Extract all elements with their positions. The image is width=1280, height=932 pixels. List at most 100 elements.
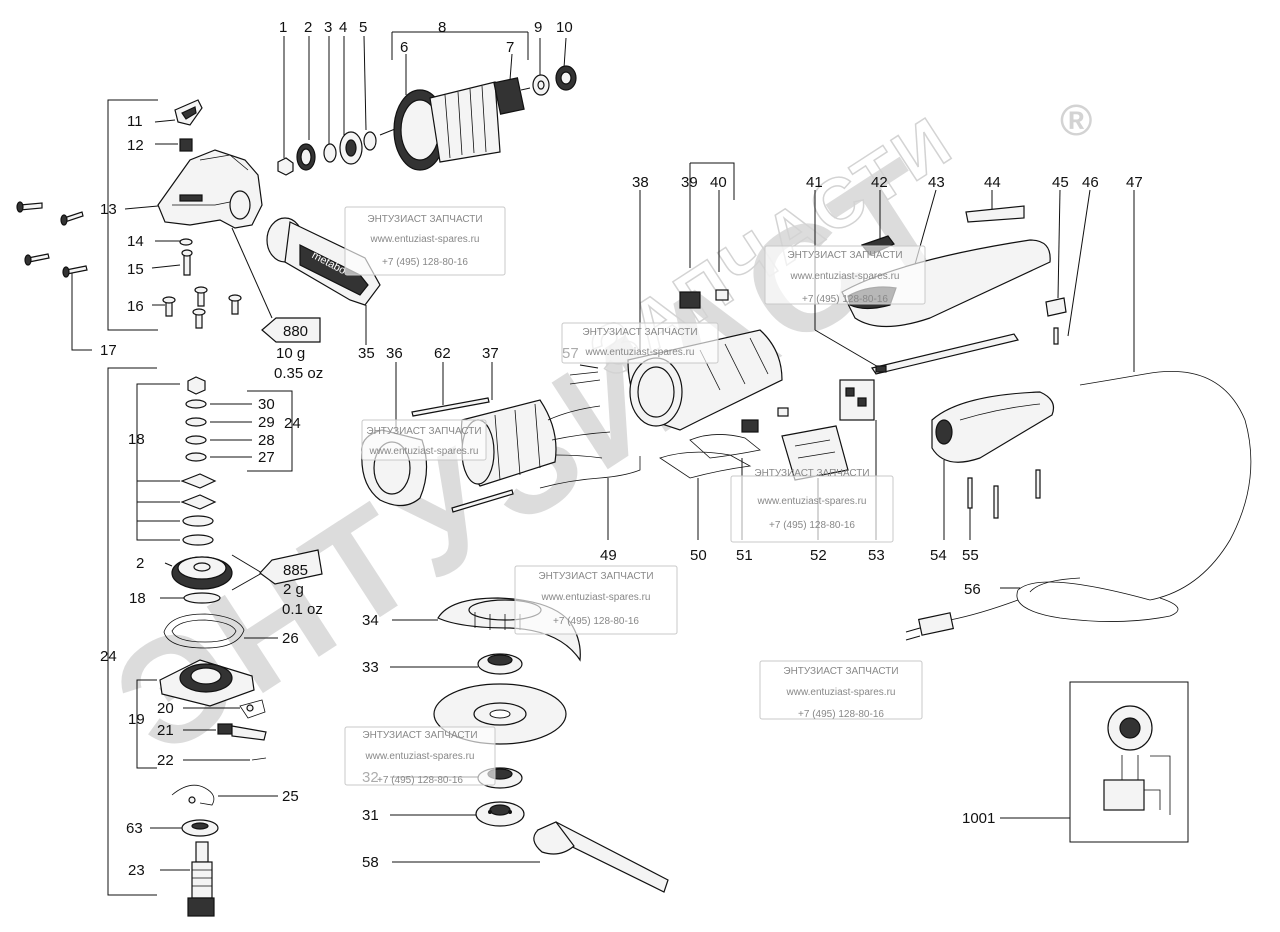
label-3: 3 bbox=[324, 19, 332, 36]
gear-housing-part bbox=[157, 149, 263, 229]
watermark-box-7-title: ЭНТУЗИАСТ ЗАПЧАСТИ bbox=[783, 666, 898, 677]
wire-57-part bbox=[569, 371, 601, 385]
watermark-box-6-title: ЭНТУЗИАСТ ЗАПЧАСТИ bbox=[538, 571, 653, 582]
wire-49-part bbox=[539, 456, 641, 540]
wire-spring-part bbox=[171, 784, 278, 806]
bearing-flange-part bbox=[136, 659, 255, 769]
label-28: 28 bbox=[258, 432, 275, 449]
spindle-stack-group: 885 2 g 0.1 oz bbox=[100, 367, 323, 917]
label-46: 46 bbox=[1082, 174, 1099, 191]
label-26: 26 bbox=[282, 630, 299, 647]
bevel-gear-part bbox=[164, 556, 233, 590]
armature-part bbox=[379, 77, 531, 171]
label-33: 33 bbox=[362, 659, 379, 676]
brush-part-3 bbox=[777, 407, 789, 417]
label-13: 13 bbox=[100, 201, 117, 218]
label-16: 16 bbox=[127, 298, 144, 315]
watermark-box-1-title: ЭНТУЗИАСТ ЗАПЧАСТИ bbox=[367, 214, 482, 225]
label-10: 10 bbox=[556, 19, 573, 36]
watermark-box-2: ЭНТУЗИАСТ ЗАПЧАСТИ www.entuziast-spares.… bbox=[764, 245, 926, 305]
label-2b: 2 bbox=[136, 555, 144, 572]
watermark-box-3: ЭНТУЗИАСТ ЗАПЧАСТИ www.entuziast-spares.… bbox=[561, 322, 719, 364]
washer-18b bbox=[182, 534, 214, 546]
watermark-box-5-url: www.entuziast-spares.ru bbox=[757, 496, 867, 507]
label-18b: 18 bbox=[129, 590, 146, 607]
washer-27 bbox=[185, 452, 207, 462]
label-36: 36 bbox=[386, 345, 403, 362]
label-5: 5 bbox=[359, 19, 367, 36]
label-63: 63 bbox=[126, 820, 143, 837]
watermark-box-8: ЭНТУЗИАСТ ЗАПЧАСТИ www.entuziast-spares.… bbox=[344, 726, 496, 786]
watermark-box-2-phone: +7 (495) 128-80-16 bbox=[802, 294, 888, 305]
spindle-part bbox=[160, 841, 215, 917]
watermark-box-6-phone: +7 (495) 128-80-16 bbox=[553, 616, 639, 627]
label-31: 31 bbox=[362, 807, 379, 824]
watermark-box-5: ЭНТУЗИАСТ ЗАПЧАСТИ www.entuziast-spares.… bbox=[730, 468, 894, 543]
washer-18a bbox=[182, 515, 214, 527]
label-22: 22 bbox=[157, 752, 174, 769]
watermark-box-7: ЭНТУЗИАСТ ЗАПЧАСТИ www.entuziast-spares.… bbox=[759, 660, 923, 720]
watermark-box-4: ЭНТУЗИАСТ ЗАПЧАСТИ www.entuziast-spares.… bbox=[361, 419, 487, 461]
side-handle-part: metabo bbox=[266, 217, 381, 345]
label-44: 44 bbox=[984, 174, 1001, 191]
label-47: 47 bbox=[1126, 174, 1143, 191]
electronics-board-part bbox=[781, 425, 849, 540]
grease-tube-880-code: 880 bbox=[283, 323, 308, 340]
washer-28 bbox=[185, 435, 207, 445]
nut-part bbox=[277, 157, 294, 176]
label-40: 40 bbox=[710, 174, 727, 191]
label-1001: 1001 bbox=[962, 810, 995, 827]
label-14: 14 bbox=[127, 233, 144, 250]
label-50: 50 bbox=[690, 547, 707, 564]
screws-55 bbox=[967, 469, 1041, 540]
lock-washer-1 bbox=[180, 473, 217, 489]
rod-part bbox=[411, 397, 490, 417]
washer-9-part bbox=[532, 74, 550, 96]
wiring-detail-1001 bbox=[1000, 681, 1189, 843]
washer-30 bbox=[185, 399, 207, 409]
gasket-part bbox=[163, 613, 278, 649]
spring-clip-part bbox=[183, 699, 266, 719]
label-15: 15 bbox=[127, 261, 144, 278]
label-38: 38 bbox=[632, 174, 649, 191]
label-41: 41 bbox=[806, 174, 823, 191]
label-12: 12 bbox=[127, 137, 144, 154]
brush-holder-part bbox=[679, 291, 701, 309]
label-17: 17 bbox=[100, 342, 117, 359]
label-30: 30 bbox=[258, 396, 275, 413]
screws-16 bbox=[162, 286, 242, 329]
label-43: 43 bbox=[928, 174, 945, 191]
watermark-box-2-title: ЭНТУЗИАСТ ЗАПЧАСТИ bbox=[787, 250, 902, 261]
label-18: 18 bbox=[128, 431, 145, 448]
grease-tube-885: 885 2 g 0.1 oz bbox=[231, 549, 323, 618]
insulation-51-part bbox=[689, 434, 761, 459]
label-54: 54 bbox=[930, 547, 947, 564]
support-flange-part bbox=[390, 653, 523, 675]
armature-group: 1 2 3 4 5 6 7 8 9 10 bbox=[277, 19, 577, 176]
screws-left bbox=[16, 201, 88, 278]
washer-29 bbox=[185, 417, 207, 427]
watermark-box-3-title: ЭНТУЗИАСТ ЗАПЧАСТИ bbox=[582, 327, 697, 338]
insulation-50-part bbox=[659, 451, 752, 479]
bearing-10-part bbox=[555, 65, 577, 91]
flange-63-part bbox=[150, 819, 219, 837]
small-spring-part bbox=[183, 757, 267, 761]
label-8: 8 bbox=[438, 19, 446, 36]
clip-45-part bbox=[1045, 297, 1067, 317]
label-23: 23 bbox=[128, 862, 145, 879]
watermark-box-2-url: www.entuziast-spares.ru bbox=[790, 271, 900, 282]
type-label-part bbox=[965, 205, 1025, 223]
grease-tube-880: 880 10 g 0.35 oz bbox=[231, 227, 323, 382]
watermark-box-4-title: ЭНТУЗИАСТ ЗАПЧАСТИ bbox=[366, 426, 481, 437]
spindle-nut bbox=[187, 376, 206, 395]
grease-tube-885-mass-g: 2 g bbox=[283, 581, 304, 598]
screw-46-part bbox=[1053, 327, 1059, 345]
label-4: 4 bbox=[339, 19, 347, 36]
lock-washer-2 bbox=[180, 494, 217, 510]
label-55: 55 bbox=[962, 547, 979, 564]
label-45: 45 bbox=[1052, 174, 1069, 191]
label-52: 52 bbox=[810, 547, 827, 564]
watermark-box-5-phone: +7 (495) 128-80-16 bbox=[769, 520, 855, 531]
label-62: 62 bbox=[434, 345, 451, 362]
